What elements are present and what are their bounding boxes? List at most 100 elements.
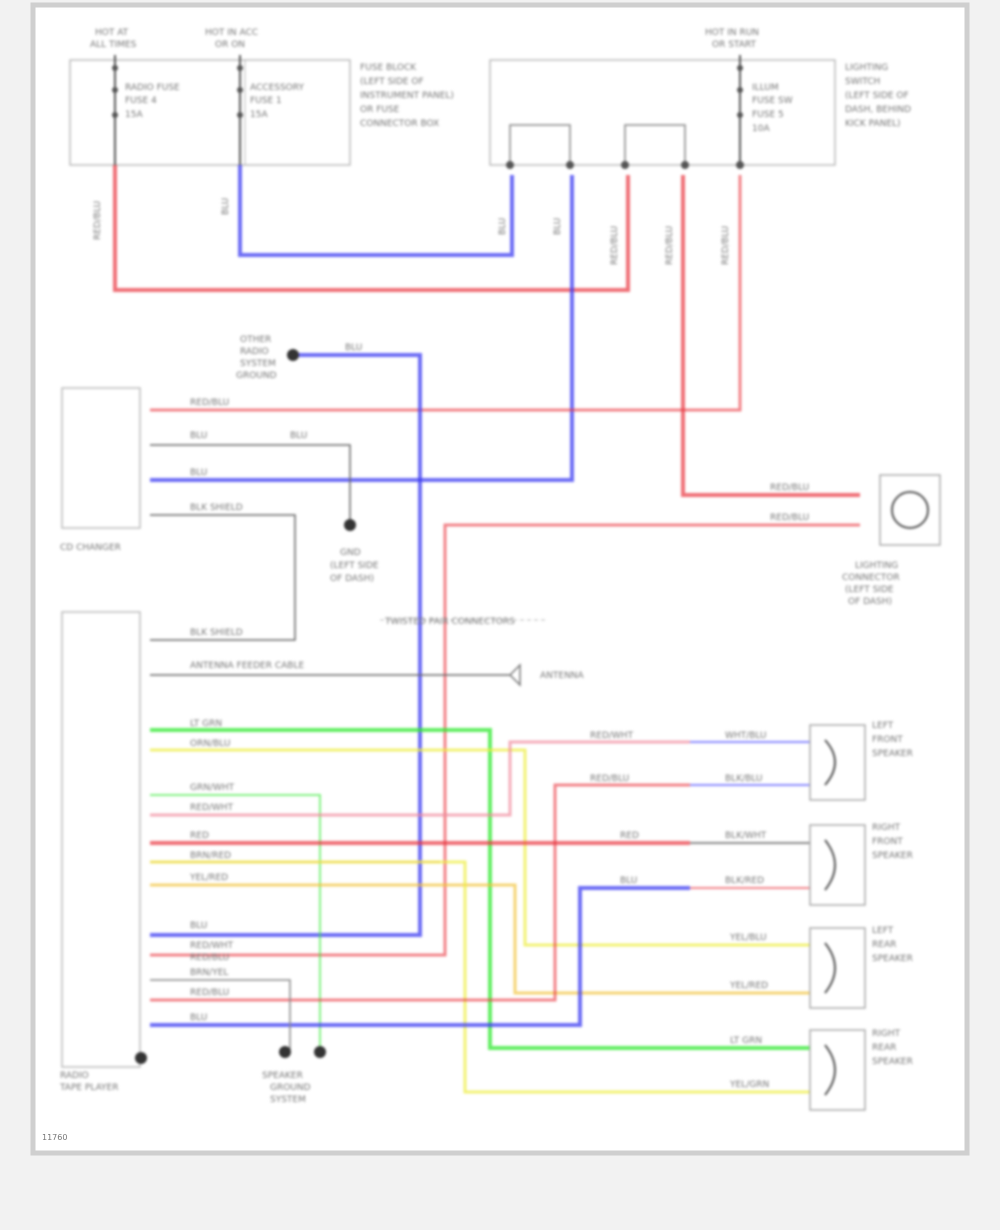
svg-text:OTHER: OTHER: [240, 335, 271, 345]
wire-blue-acc: [238, 165, 514, 257]
svg-text:RED/WHT: RED/WHT: [590, 731, 634, 741]
svg-text:ORN/BLU: ORN/BLU: [190, 739, 230, 749]
svg-text:RIGHT: RIGHT: [872, 1029, 901, 1039]
svg-text:LIGHTING: LIGHTING: [845, 63, 888, 73]
svg-text:LEFT: LEFT: [872, 926, 894, 936]
svg-text:REAR: REAR: [872, 1043, 896, 1053]
fuse-block-right: [489, 59, 836, 166]
svg-text:WHT/BLU: WHT/BLU: [725, 731, 767, 741]
svg-text:CD CHANGER: CD CHANGER: [60, 543, 121, 553]
svg-text:YEL/GRN: YEL/GRN: [729, 1080, 769, 1090]
svg-text:15A: 15A: [250, 110, 268, 120]
svg-text:BRN/RED: BRN/RED: [190, 851, 231, 861]
wire-blue-ground: [150, 353, 422, 937]
svg-text:(LEFT SIDE OF: (LEFT SIDE OF: [845, 91, 909, 101]
svg-text:SPEAKER: SPEAKER: [872, 851, 913, 861]
svg-text:OF DASH): OF DASH): [330, 574, 374, 584]
svg-text:OF DASH): OF DASH): [848, 597, 892, 607]
svg-text:RED/BLU: RED/BLU: [190, 398, 229, 408]
svg-text:LIGHTING: LIGHTING: [855, 561, 898, 571]
svg-text:LT GRN: LT GRN: [190, 719, 222, 729]
svg-text:CONNECTOR BOX: CONNECTOR BOX: [360, 119, 439, 129]
svg-text:BLU: BLU: [553, 218, 563, 235]
svg-text:SPEAKER: SPEAKER: [872, 749, 913, 759]
svg-text:BLU: BLU: [190, 921, 207, 931]
svg-text:BLU: BLU: [620, 876, 637, 886]
svg-text:BLU: BLU: [190, 431, 207, 441]
svg-text:15A: 15A: [125, 110, 143, 120]
svg-text:10A: 10A: [752, 124, 770, 134]
svg-text:BLU: BLU: [345, 343, 362, 353]
svg-text:FUSE BLOCK: FUSE BLOCK: [360, 63, 417, 73]
svg-text:RED/BLU: RED/BLU: [610, 226, 620, 265]
wire-blue-cd: [150, 175, 574, 482]
svg-text:REAR: REAR: [872, 940, 896, 950]
svg-text:INSTRUMENT PANEL): INSTRUMENT PANEL): [360, 91, 454, 101]
svg-text:SWITCH: SWITCH: [845, 77, 880, 87]
svg-text:FUSE 5: FUSE 5: [752, 110, 784, 120]
svg-text:FUSE 4: FUSE 4: [125, 96, 157, 106]
svg-text:TWISTED PAIR CONNECTORS: TWISTED PAIR CONNECTORS: [384, 617, 515, 627]
svg-text:BLK SHIELD: BLK SHIELD: [190, 503, 243, 513]
svg-text:RED/BLU: RED/BLU: [770, 513, 809, 523]
svg-text:(LEFT SIDE: (LEFT SIDE: [330, 561, 379, 571]
svg-text:BLK/BLU: BLK/BLU: [725, 774, 762, 784]
svg-text:RED: RED: [190, 831, 209, 841]
speaker-left-rear: [809, 927, 866, 1009]
svg-text:RED/BLU: RED/BLU: [93, 201, 103, 240]
svg-text:FRONT: FRONT: [872, 837, 903, 847]
svg-text:YEL/RED: YEL/RED: [189, 873, 228, 883]
svg-text:ANTENNA FEEDER CABLE: ANTENNA FEEDER CABLE: [190, 661, 304, 671]
svg-text:RED/BLU: RED/BLU: [721, 226, 731, 265]
svg-text:GRN/WHT: GRN/WHT: [190, 783, 235, 793]
svg-text:ACCESSORY: ACCESSORY: [250, 83, 304, 93]
speaker-right-rear: [809, 1029, 866, 1111]
svg-text:FUSE 1: FUSE 1: [250, 96, 282, 106]
diagram-footer-id: 11760: [42, 1133, 67, 1142]
radio-box: [61, 611, 141, 1068]
svg-text:RADIO: RADIO: [60, 1071, 89, 1081]
svg-text:RED: RED: [620, 831, 639, 841]
svg-text:BLU: BLU: [498, 218, 508, 235]
svg-text:SPEAKER: SPEAKER: [872, 954, 913, 964]
svg-text:RED/BLU: RED/BLU: [190, 953, 229, 963]
lighting-connector: [879, 474, 941, 546]
svg-text:BRN/YEL: BRN/YEL: [190, 968, 228, 978]
svg-text:RED/WHT: RED/WHT: [190, 941, 234, 951]
svg-text:BLU: BLU: [190, 1013, 207, 1023]
speaker-left-front: [809, 724, 866, 801]
svg-text:SPEAKER: SPEAKER: [872, 1057, 913, 1067]
svg-text:ANTENNA: ANTENNA: [540, 671, 585, 681]
svg-text:FUSE SW: FUSE SW: [752, 96, 793, 106]
svg-text:RED/BLU: RED/BLU: [770, 483, 809, 493]
svg-text:ILLUM: ILLUM: [752, 83, 779, 93]
svg-text:TAPE PLAYER: TAPE PLAYER: [59, 1083, 118, 1093]
hot-label-c: HOT IN RUN: [705, 28, 759, 38]
svg-text:SPEAKER: SPEAKER: [262, 1071, 303, 1081]
fuse-block-left: [69, 59, 351, 166]
wire-red-cd: [150, 175, 742, 412]
svg-text:YEL/RED: YEL/RED: [729, 981, 768, 991]
svg-text:YEL/BLU: YEL/BLU: [729, 933, 767, 943]
svg-text:RED/WHT: RED/WHT: [190, 803, 234, 813]
svg-text:LT GRN: LT GRN: [730, 1036, 762, 1046]
svg-text:(LEFT SIDE OF: (LEFT SIDE OF: [360, 77, 424, 87]
svg-text:GROUND: GROUND: [270, 1083, 311, 1093]
svg-text:RED/BLU: RED/BLU: [590, 774, 629, 784]
hot-label-c2: OR START: [712, 40, 756, 50]
hot-label-b2: OR ON: [215, 40, 245, 50]
svg-text:RADIO: RADIO: [240, 347, 269, 357]
svg-text:CONNECTOR: CONNECTOR: [842, 573, 900, 583]
wire-red-lighting: [681, 175, 860, 497]
hot-label-a2: ALL TIMES: [90, 40, 137, 50]
svg-text:BLU: BLU: [190, 468, 207, 478]
svg-text:RED/BLU: RED/BLU: [190, 988, 229, 998]
svg-text:LEFT: LEFT: [872, 721, 894, 731]
svg-text:DASH, BEHIND: DASH, BEHIND: [845, 105, 911, 115]
svg-text:KICK PANEL): KICK PANEL): [845, 119, 901, 129]
svg-text:GND: GND: [340, 548, 361, 558]
svg-text:RADIO FUSE: RADIO FUSE: [125, 83, 180, 93]
svg-text:BLU: BLU: [221, 198, 231, 215]
svg-text:SYSTEM: SYSTEM: [270, 1095, 306, 1105]
svg-text:GROUND: GROUND: [236, 371, 277, 381]
